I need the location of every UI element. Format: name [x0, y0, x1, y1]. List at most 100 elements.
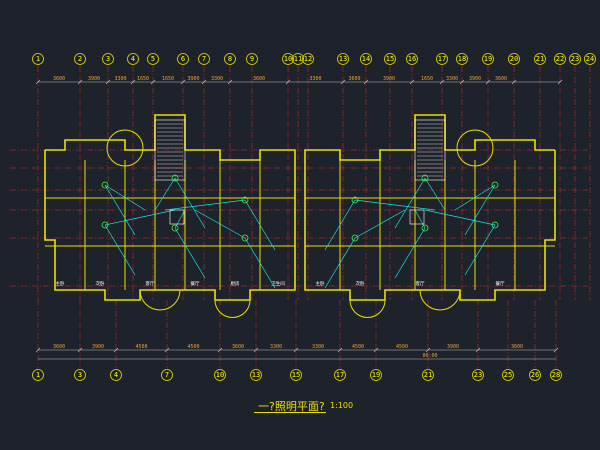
- axis-label-top: 2: [78, 55, 82, 63]
- drawing-scale: 1:100: [330, 401, 354, 410]
- axis-label-top: 1: [36, 55, 40, 63]
- top-dimension-tick: [485, 79, 491, 85]
- axis-bubble-top: [508, 53, 520, 65]
- axis-bubble-bottom: [422, 369, 434, 381]
- axis-bubble-bottom: [334, 369, 346, 381]
- top-dimension-tick: [130, 79, 136, 85]
- bay-window-top: [106, 129, 144, 167]
- axis-bubble-bottom: [74, 369, 86, 381]
- bay-window-top: [456, 129, 494, 167]
- bottom-dimension-label: 3600: [232, 344, 244, 350]
- wiring-run: [464, 184, 496, 236]
- wiring-run: [244, 237, 276, 289]
- top-dimension-label: 3900: [469, 76, 481, 82]
- axis-label-top: 18: [458, 55, 466, 63]
- wiring-run: [454, 184, 496, 211]
- axis-label-top: 15: [386, 55, 394, 63]
- wiring-run: [174, 209, 186, 229]
- bottom-dimension-tick: [77, 347, 83, 353]
- room-label: 厨房: [231, 280, 240, 287]
- ceiling-light-fixture: [491, 221, 499, 229]
- bottom-dimension-label: 4500: [396, 344, 408, 350]
- top-dimension-tick: [409, 79, 415, 85]
- axis-bubble-bottom: [472, 369, 484, 381]
- ceiling-light-fixture: [171, 224, 179, 232]
- axis-bubble-top: [282, 53, 294, 65]
- ceiling-light-fixture: [421, 174, 429, 182]
- ceiling-light-fixture: [491, 181, 499, 189]
- exterior-wall: [44, 114, 296, 301]
- top-dimension-tick: [340, 79, 346, 85]
- top-dimension-label: 1650: [421, 76, 433, 82]
- axis-bubble-top: [384, 53, 396, 65]
- axis-label-top: 20: [510, 55, 518, 63]
- top-dimension-label: 3300: [446, 76, 458, 82]
- ceiling-light-fixture: [171, 174, 179, 182]
- axis-bubble-bottom: [110, 369, 122, 381]
- top-dimension-tick: [77, 79, 83, 85]
- wiring-run: [174, 177, 206, 229]
- axis-bubble-bottom: [214, 369, 226, 381]
- balcony-arc: [214, 299, 251, 318]
- bottom-dimension-label: 4500: [135, 344, 147, 350]
- bottom-dimension-tick: [35, 347, 41, 353]
- wiring-run: [104, 184, 146, 211]
- axis-bubble-bottom: [550, 369, 562, 381]
- axis-label-top: 3: [106, 55, 110, 63]
- axis-bubble-bottom: [32, 369, 44, 381]
- axis-bubble-top: [127, 53, 139, 65]
- wiring-run: [174, 227, 206, 279]
- axis-bubble-top: [74, 53, 86, 65]
- room-label: 主卧: [316, 280, 325, 287]
- room-label: 卫生间: [271, 280, 285, 287]
- stair-core: [154, 119, 186, 181]
- axis-bubble-bottom: [370, 369, 382, 381]
- axis-label-bottom: 26: [531, 371, 539, 379]
- top-dimension-tick: [511, 79, 517, 85]
- axis-label-top: 12: [304, 55, 312, 63]
- axis-label-bottom: 13: [252, 371, 260, 379]
- top-dimension-label: 3600: [53, 76, 65, 82]
- wiring-run: [104, 224, 136, 276]
- axis-label-top: 23: [571, 55, 579, 63]
- axis-label-top: 14: [362, 55, 370, 63]
- axis-label-top: 8: [228, 55, 232, 63]
- room-label: 餐厅: [191, 280, 200, 287]
- room-label: 餐厅: [496, 280, 505, 287]
- bottom-dimension-tick: [164, 347, 170, 353]
- bottom-dimension-tick: [337, 347, 343, 353]
- distribution-box: [169, 209, 185, 225]
- axis-label-bottom: 3: [78, 371, 82, 379]
- bottom-dimension-tick: [373, 347, 379, 353]
- axis-label-top: 4: [131, 55, 135, 63]
- room-label: 主卧: [56, 280, 65, 287]
- ceiling-light-fixture: [101, 181, 109, 189]
- room-label: 次卧: [96, 280, 105, 287]
- axis-label-top: 7: [202, 55, 206, 63]
- distribution-box: [409, 209, 425, 225]
- bottom-dimension-tick: [253, 347, 259, 353]
- balcony-arc: [349, 299, 386, 318]
- top-dimension-tick: [201, 79, 207, 85]
- ceiling-light-fixture: [101, 221, 109, 229]
- axis-bubble-top: [554, 53, 566, 65]
- axis-label-top: 13: [339, 55, 347, 63]
- top-dimension-label: 3600: [495, 76, 507, 82]
- top-dimension-tick: [557, 79, 563, 85]
- axis-bubble-top: [224, 53, 236, 65]
- drawing-title: 一?照明平面?: [258, 400, 325, 413]
- axis-bubble-top: [482, 53, 494, 65]
- axis-bubble-top: [360, 53, 372, 65]
- overall-dimension-label: 00:00: [422, 353, 437, 359]
- ceiling-light-fixture: [241, 196, 249, 204]
- top-dimension-tick: [150, 79, 156, 85]
- axis-label-bottom: 10: [216, 371, 224, 379]
- axis-label-bottom: 21: [424, 371, 432, 379]
- bottom-dimension-label: 3900: [92, 344, 104, 350]
- top-dimension-label: 3900: [88, 76, 100, 82]
- axis-label-top: 6: [181, 55, 185, 63]
- wiring-run: [424, 177, 446, 211]
- top-dimension-label: 3900: [187, 76, 199, 82]
